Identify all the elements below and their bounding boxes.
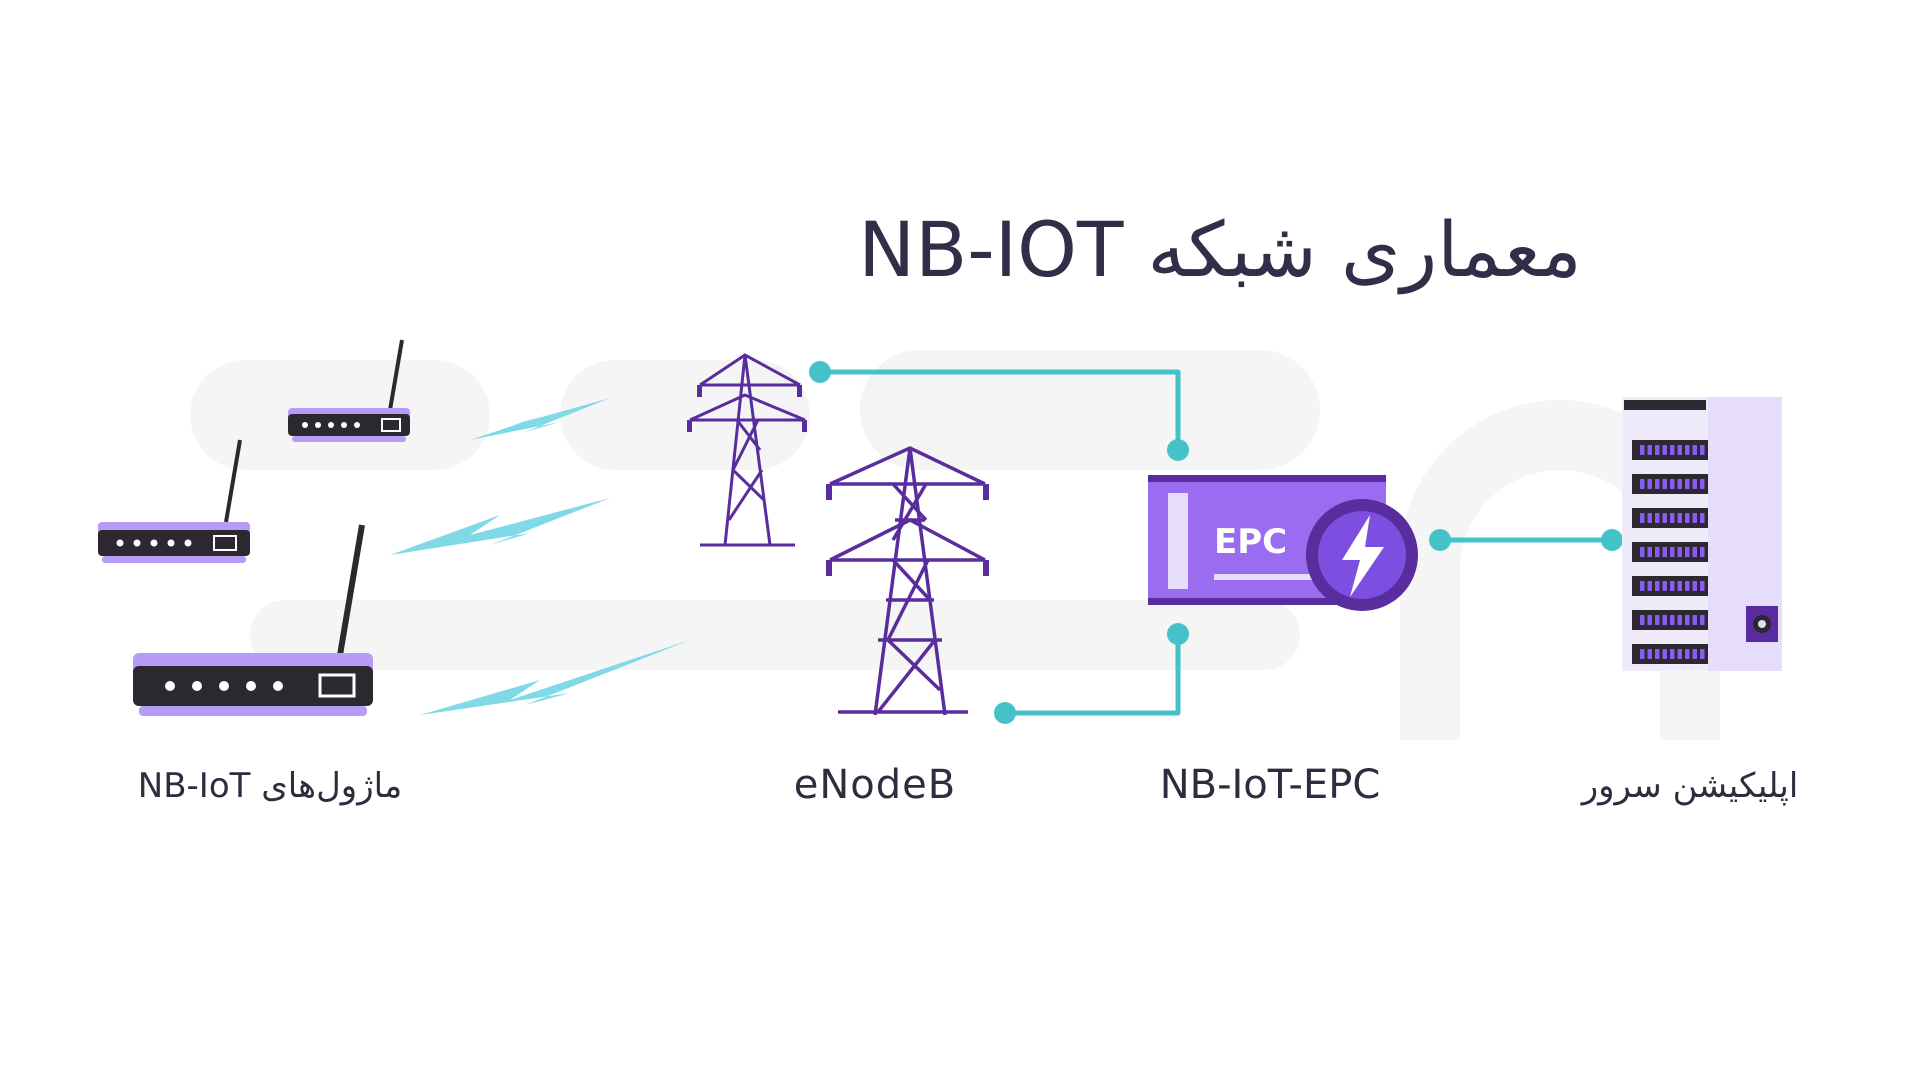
- rack-slot-bar: [1655, 581, 1660, 591]
- server-rack-icon: [1622, 397, 1782, 671]
- rack-slot-bar: [1700, 513, 1705, 523]
- rack-slot-bar: [1647, 513, 1652, 523]
- rack-slot-bar: [1670, 513, 1675, 523]
- rack-slot-bar: [1700, 615, 1705, 625]
- rack-slot-bar: [1677, 581, 1682, 591]
- rack-slot-bar: [1640, 479, 1645, 489]
- rack-slot-bar: [1700, 649, 1705, 659]
- rack-slot-bar: [1640, 581, 1645, 591]
- enodeb-tower-back-icon: [687, 353, 807, 547]
- rack-slot-bar: [1647, 547, 1652, 557]
- diagram-title: معماری شبکه NB-IOT: [858, 205, 1582, 294]
- wireless-signal-icons: [390, 398, 690, 715]
- rack-slot-bar: [1677, 615, 1682, 625]
- rack-slot-bar: [1640, 649, 1645, 659]
- rack-slot-bar: [1662, 445, 1667, 455]
- rack-slot-bar: [1640, 445, 1645, 455]
- rack-slot-bar: [1700, 581, 1705, 591]
- router-device-small-left: [98, 439, 250, 563]
- rack-slot-bar: [1685, 649, 1690, 659]
- connector-dot: [809, 361, 831, 383]
- rack-slot-bar: [1670, 615, 1675, 625]
- label-application-server: اپلیکیشن سرور: [1581, 766, 1799, 806]
- rack-slot-bar: [1677, 513, 1682, 523]
- rack-slot-bar: [1692, 445, 1697, 455]
- rack-slot-bar: [1685, 445, 1690, 455]
- connector-dot: [1429, 529, 1451, 551]
- rack-slot-bar: [1685, 615, 1690, 625]
- network-connections: [820, 369, 1612, 716]
- label-nb-iot-modules: ماژول‌های NB-IoT: [137, 766, 403, 806]
- rack-slot-bar: [1692, 649, 1697, 659]
- rack-slot-bar: [1662, 479, 1667, 489]
- lightning-bolt-icon: [420, 640, 690, 715]
- rack-slot-bar: [1685, 513, 1690, 523]
- rack-slot-bar: [1655, 445, 1660, 455]
- rack-slot-bar: [1700, 547, 1705, 557]
- power-bolt-icon: [1342, 515, 1384, 597]
- rack-slot-bar: [1677, 445, 1682, 455]
- enodeb-to-epc-bottom-line: [1005, 634, 1181, 716]
- rack-slot-bar: [1647, 445, 1652, 455]
- rack-slot-bar: [1670, 649, 1675, 659]
- rack-slot-bar: [1640, 513, 1645, 523]
- rack-slot-bar: [1640, 615, 1645, 625]
- lightning-bolt-icon: [390, 498, 610, 555]
- rack-slot-bar: [1655, 649, 1660, 659]
- label-enodeb: eNodeB: [793, 762, 957, 808]
- rack-slot-bar: [1692, 547, 1697, 557]
- rack-slot-bar: [1677, 547, 1682, 557]
- rack-slot-bar: [1655, 615, 1660, 625]
- rack-slot-bar: [1662, 615, 1667, 625]
- rack-slot-bar: [1692, 479, 1697, 489]
- epc-badge-label: EPC: [1214, 522, 1287, 562]
- enodeb-tower-front-icon: [826, 446, 989, 716]
- rack-slot-bar: [1692, 513, 1697, 523]
- lightning-bolt-icon: [470, 398, 610, 440]
- rack-slot-bar: [1662, 581, 1667, 591]
- rack-slot-bar: [1677, 479, 1682, 489]
- rack-slot-bar: [1685, 581, 1690, 591]
- rack-slot-bar: [1655, 547, 1660, 557]
- rack-slot-bar: [1677, 649, 1682, 659]
- epc-unit: EPC: [1148, 475, 1418, 611]
- rack-slot-bar: [1647, 479, 1652, 489]
- rack-slot-bar: [1647, 649, 1652, 659]
- rack-slot-bar: [1662, 513, 1667, 523]
- connector-dot: [994, 702, 1016, 724]
- rack-slot-bar: [1685, 479, 1690, 489]
- rack-slot-bar: [1692, 615, 1697, 625]
- router-device-small-top: [288, 339, 410, 442]
- rack-slot-bar: [1670, 547, 1675, 557]
- rack-slot-bar: [1670, 445, 1675, 455]
- connector-dot: [1167, 623, 1189, 645]
- rack-slot-bar: [1670, 479, 1675, 489]
- rack-slot-bar: [1655, 513, 1660, 523]
- connector-dot: [1601, 529, 1623, 551]
- rack-slot-bar: [1700, 445, 1705, 455]
- rack-slot-bar: [1685, 547, 1690, 557]
- rack-slot-bar: [1700, 479, 1705, 489]
- rack-slot-bar: [1662, 547, 1667, 557]
- rack-slots: [1632, 440, 1708, 664]
- connector-dot: [1167, 439, 1189, 461]
- rack-slot-bar: [1670, 581, 1675, 591]
- connection-dots: [809, 361, 1623, 724]
- enodeb-to-epc-top-line: [820, 369, 1181, 450]
- rack-slot-bar: [1655, 479, 1660, 489]
- label-nb-iot-epc: NB-IoT-EPC: [1159, 762, 1381, 808]
- rack-slot-bar: [1647, 581, 1652, 591]
- rack-slot-bar: [1692, 581, 1697, 591]
- router-device-large: [133, 524, 373, 716]
- rack-slot-bar: [1640, 547, 1645, 557]
- rack-slot-bar: [1662, 649, 1667, 659]
- rack-slot-bar: [1647, 615, 1652, 625]
